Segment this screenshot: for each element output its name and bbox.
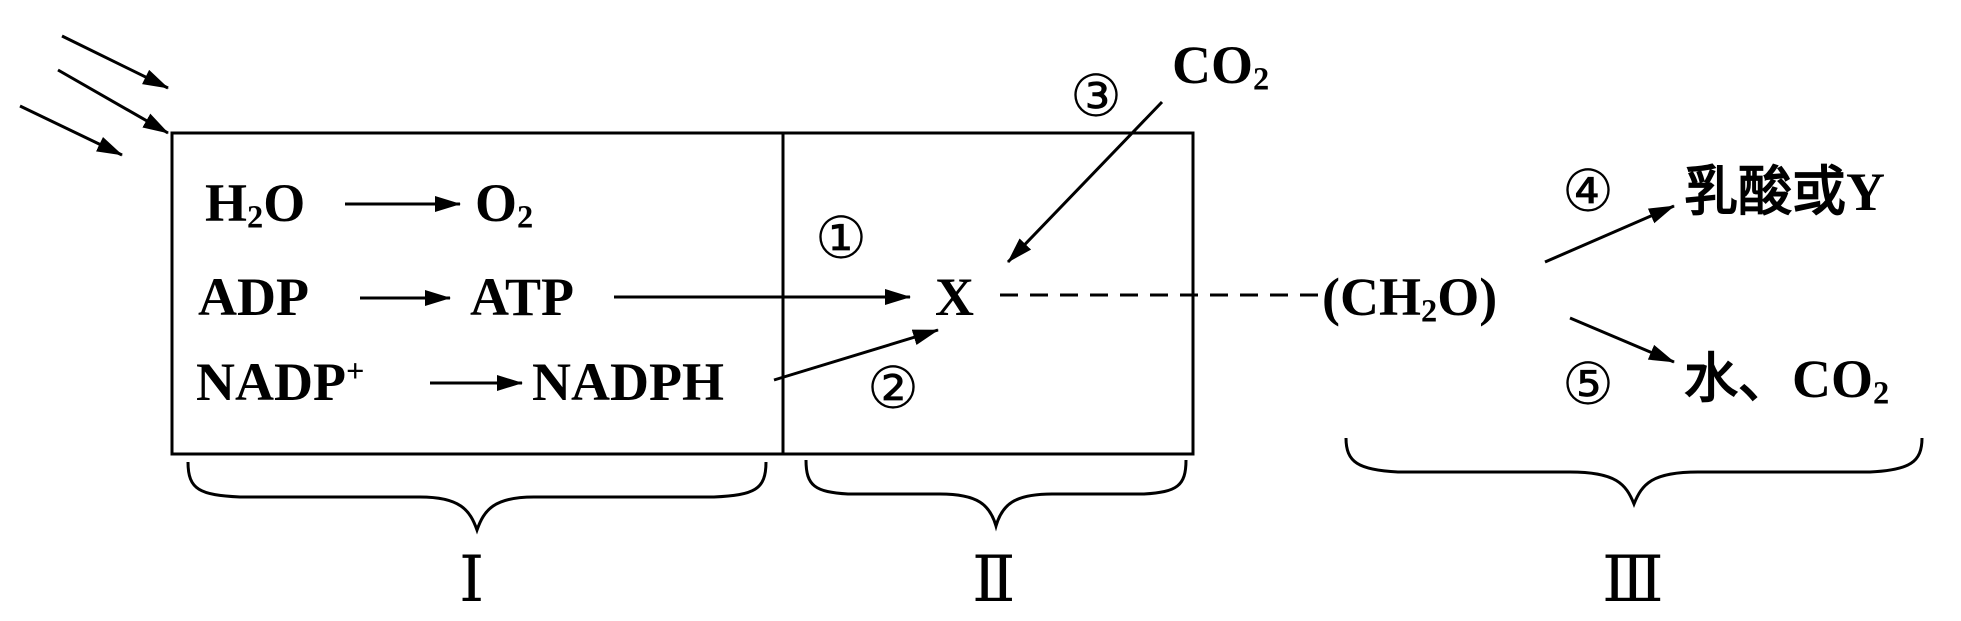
atp-label: ATP <box>470 267 574 327</box>
nadph-label: NADPH <box>532 352 724 412</box>
marker-4: ④ <box>1562 159 1614 224</box>
light-ray-3 <box>19 104 123 157</box>
stage2-roman-label: Ⅱ <box>972 544 1016 615</box>
h2o-label: H2O <box>205 173 306 236</box>
arrow-nadph-to-x <box>773 328 939 382</box>
co2-top-label: CO2 <box>1172 35 1270 98</box>
arrow-to-lactate <box>1544 204 1675 264</box>
light-ray-1 <box>61 34 169 90</box>
product-lactate-label: 乳酸或Y <box>1684 162 1885 222</box>
arrow-to-water-co2 <box>1569 316 1675 364</box>
o2-label: O2 <box>475 173 534 236</box>
adp-label: ADP <box>198 267 309 327</box>
marker-1: ① <box>815 206 867 271</box>
x-label: X <box>935 267 974 327</box>
nadp-label: NADP+ <box>196 352 365 412</box>
light-ray-2 <box>57 68 169 135</box>
arrow-co2-to-x <box>1006 100 1164 264</box>
marker-3: ③ <box>1070 64 1122 129</box>
marker-2: ② <box>867 356 919 421</box>
marker-5: ⑤ <box>1562 352 1614 417</box>
brace-stage3 <box>1344 437 1924 509</box>
stage3-roman-label: Ⅲ <box>1602 544 1664 615</box>
stage1-roman-label: Ⅰ <box>459 544 485 615</box>
brace-stage2 <box>804 459 1188 532</box>
ch2o-label: (CH2O) <box>1322 267 1498 330</box>
product-water-co2-label: 水、CO2 <box>1684 349 1890 412</box>
brace-stage1 <box>186 461 768 535</box>
